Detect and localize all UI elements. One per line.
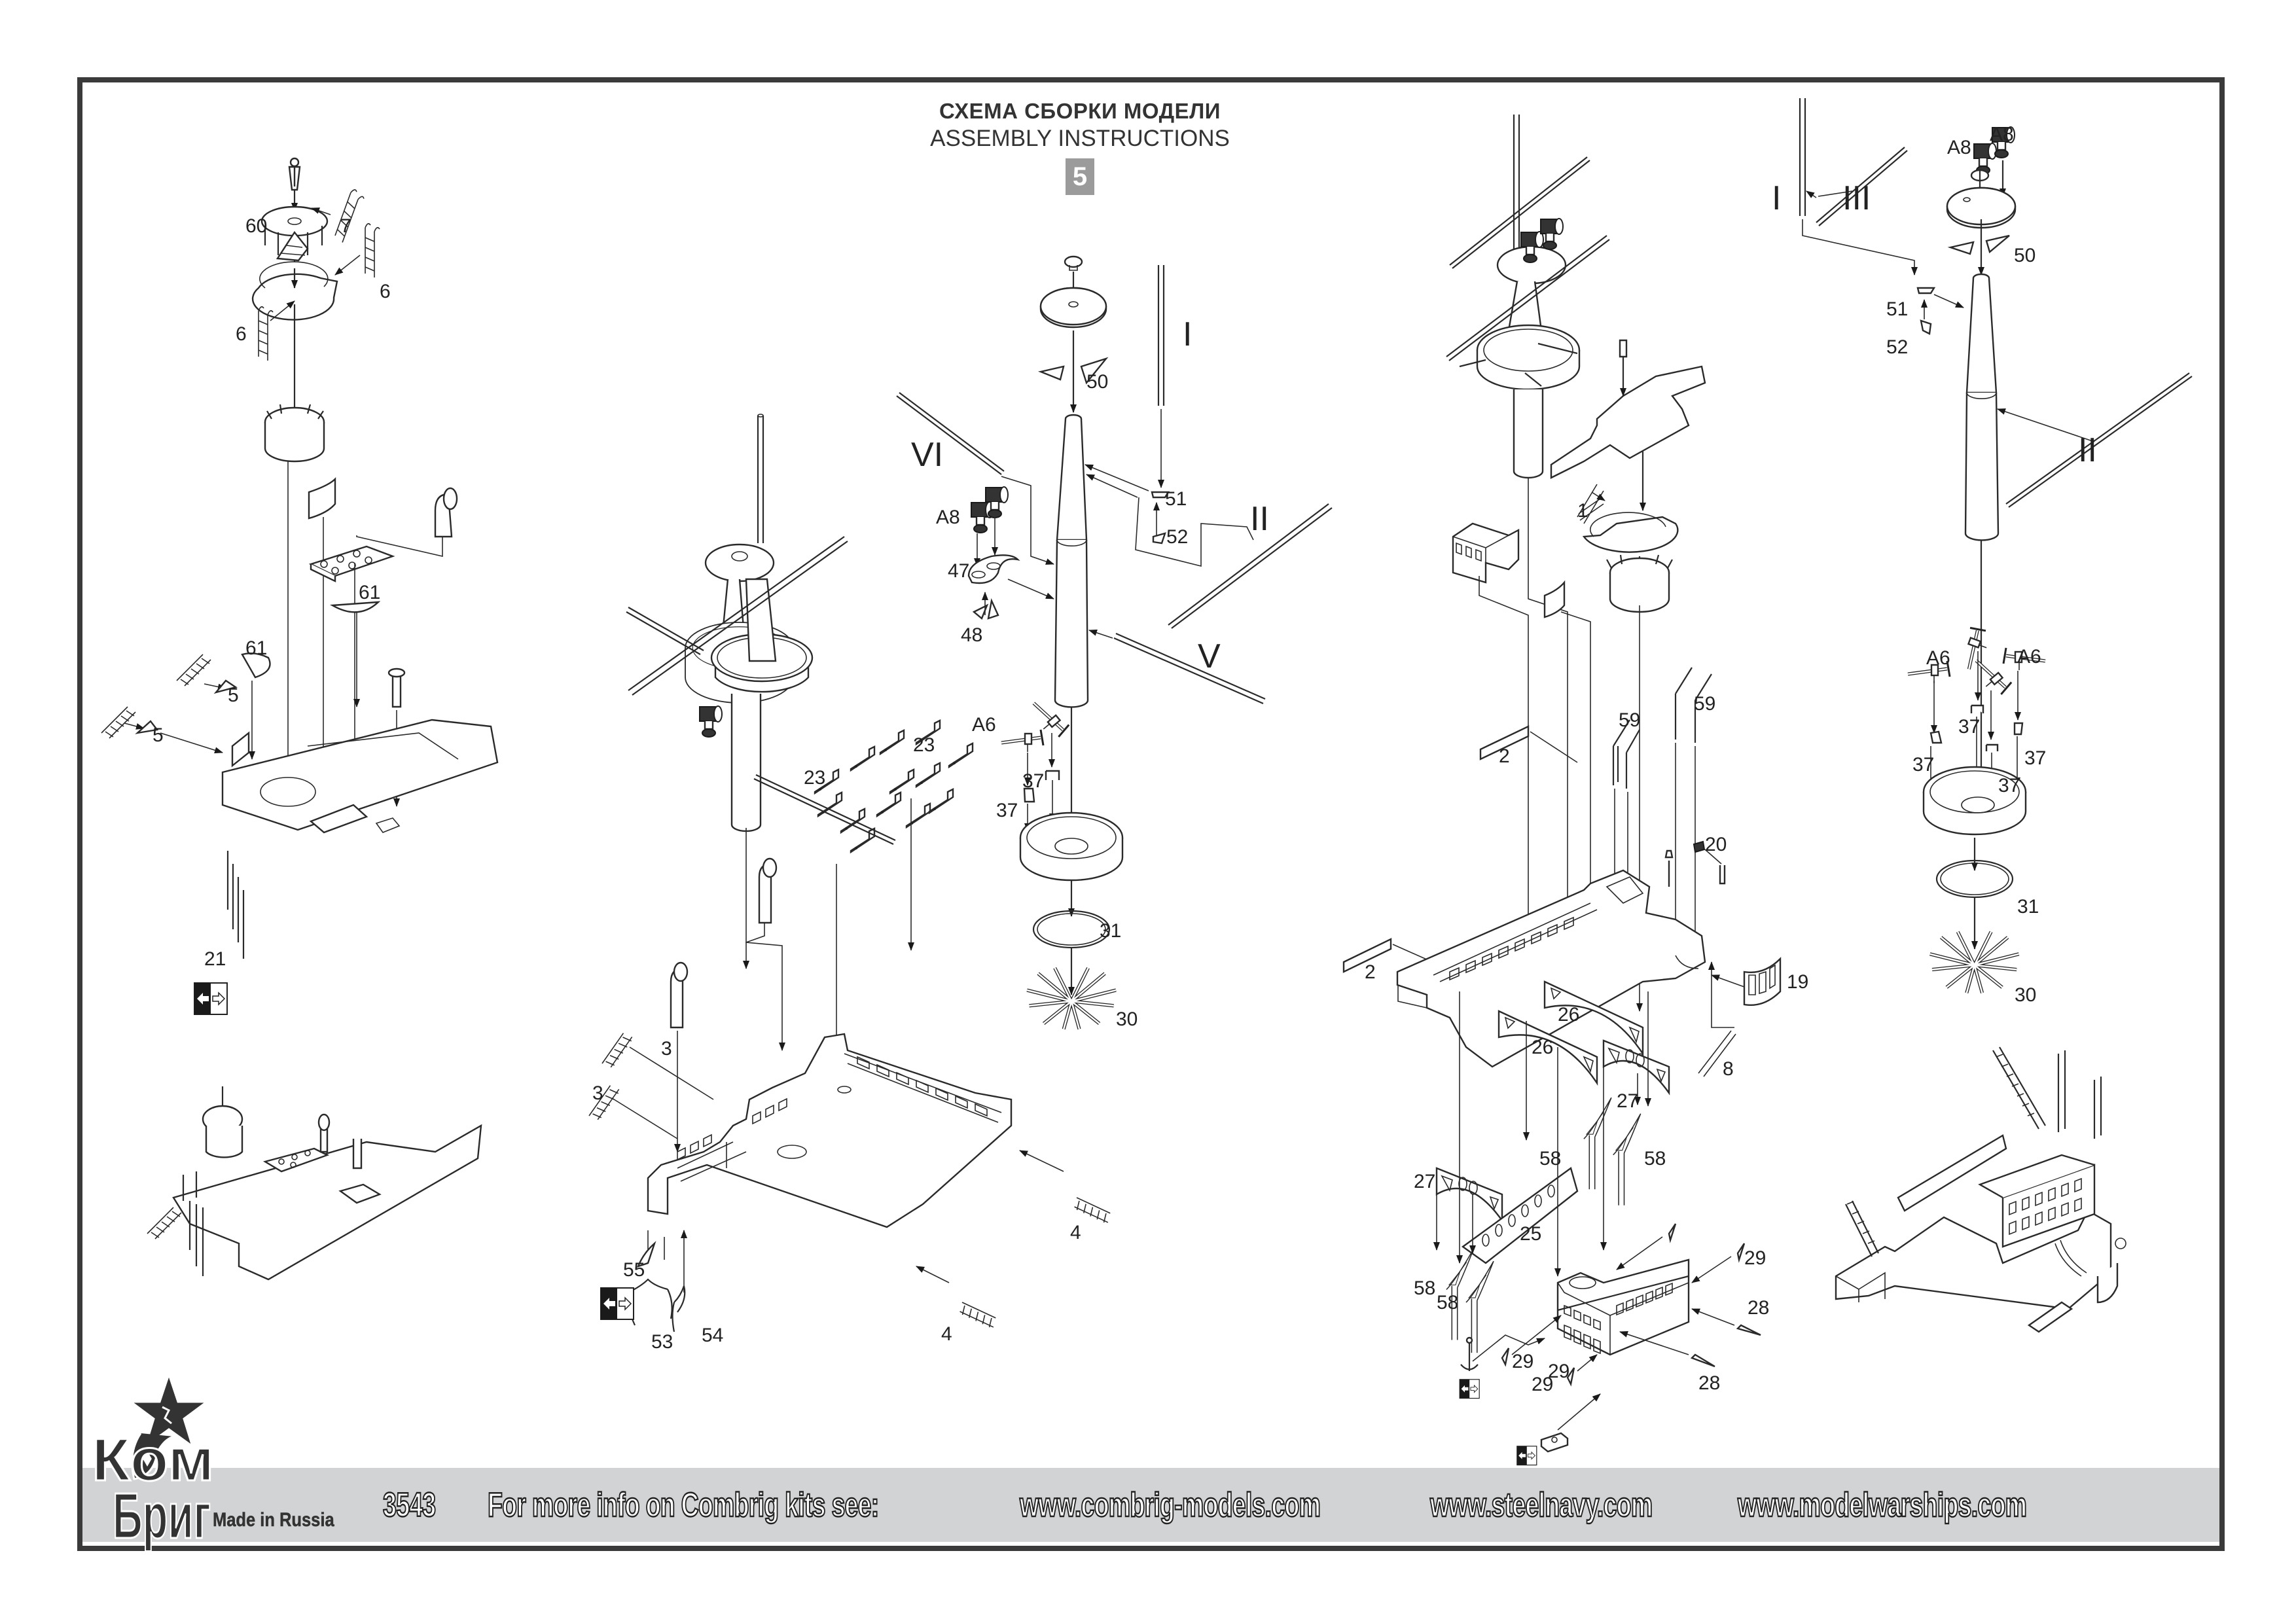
logo-word-brig: Бриг: [113, 1480, 211, 1552]
aft-deck-assembled-view: [147, 1086, 482, 1281]
main-mast-part-label: 30: [1116, 1008, 1138, 1030]
bridge-deck-part-label: 4: [1070, 1222, 1081, 1243]
main-mast-part-label: 50: [1086, 371, 1108, 393]
fore-bridge-group: [1342, 115, 1782, 1453]
fore-mast-part-label: A8: [1990, 124, 2014, 145]
bridge-deck-part-label: 23: [804, 767, 825, 789]
main-mast-rod-label: I: [1183, 315, 1192, 353]
fore-bridge-part-label: 29: [1532, 1374, 1553, 1395]
fore-bridge-part-label: 19: [1787, 971, 1808, 993]
fore-bridge-part-label: 26: [1558, 1004, 1579, 1026]
fore-bridge-assembled-view: [1835, 1046, 2126, 1333]
bridge-deck-part-label: 55: [623, 1259, 645, 1281]
kit-number: 3543: [382, 1486, 437, 1525]
main-mast-rod-label: II: [1250, 500, 1269, 538]
fore-mast-rod-label: II: [2078, 431, 2097, 469]
combrig-logo: Ком Бриг: [91, 1371, 215, 1553]
main-mast-part-label: A6: [972, 714, 996, 736]
fore-bridge-part-label: 2: [1499, 745, 1510, 767]
aft-deck-part-label: 5: [152, 724, 164, 746]
bridge-deck-part-label: 23: [913, 734, 935, 756]
fore-bridge-part-label: 1: [1577, 500, 1588, 522]
aft-deck-group: [101, 157, 499, 959]
fore-bridge-part-label: 28: [1698, 1372, 1720, 1394]
fore-mast-part-label: 37: [1998, 775, 2020, 796]
photo-etch-symbol-icon: [1459, 1379, 1480, 1399]
main-mast-part-label: 51: [1165, 488, 1187, 510]
main-mast-part-label: 52: [1166, 526, 1188, 548]
fore-bridge-part-label: 27: [1414, 1171, 1435, 1192]
fore-bridge-part-label: 59: [1694, 693, 1715, 715]
photo-etch-symbol-icon: [1516, 1446, 1537, 1466]
bridge-deck-group: [584, 414, 1114, 1337]
aft-deck-part-label: 7: [340, 215, 351, 237]
title-block: СХЕМА СБОРКИ МОДЕЛИ ASSEMBLY INSTRUCTION…: [870, 98, 1289, 195]
fore-bridge-part-label: 28: [1748, 1297, 1769, 1319]
fore-bridge-part-label: 58: [1539, 1148, 1561, 1169]
fore-mast-part-label: A6: [2017, 646, 2041, 668]
fore-bridge-part-label: 26: [1532, 1037, 1553, 1058]
aft-deck-part-label: 6: [380, 281, 391, 302]
footer-link-combrig[interactable]: www.combrig-models.com: [1019, 1486, 1321, 1525]
title-english: ASSEMBLY INSTRUCTIONS: [930, 126, 1230, 151]
fore-bridge-part-label: 25: [1520, 1223, 1541, 1245]
main-mast-part-label: 37: [996, 800, 1018, 821]
fore-mast-rod-label: I: [1772, 179, 1781, 217]
photo-etch-symbol-icon: [600, 1287, 634, 1320]
logo-word-kom: Ком: [92, 1427, 214, 1493]
fore-mast-part-label: A6: [1926, 647, 1950, 669]
step-number-badge: 5: [1066, 158, 1094, 195]
aft-deck-part-label: 60: [245, 215, 267, 237]
fore-mast-part-label: 37: [2024, 747, 2046, 769]
footer-band: [82, 1468, 2219, 1542]
fore-bridge-part-label: 8: [1723, 1058, 1734, 1080]
fore-bridge-part-label: 58: [1437, 1292, 1458, 1313]
aft-deck-part-label: 5: [228, 685, 239, 706]
bridge-deck-part-label: 4: [941, 1323, 952, 1345]
main-mast-part-label: 31: [1100, 920, 1121, 942]
footer-link-modelwarships[interactable]: www.modelwarships.com: [1737, 1486, 2028, 1525]
photo-etch-symbol-icon: [194, 982, 228, 1015]
fore-mast-part-label: A8: [1947, 137, 1971, 158]
footer-info-text: For more info on Combrig kits see:: [487, 1486, 880, 1525]
aft-deck-part-label: 6: [236, 323, 247, 345]
fore-bridge-part-label: 27: [1617, 1090, 1638, 1112]
fore-mast-part-label: 37: [1912, 754, 1934, 776]
fore-bridge-part-label: 29: [1512, 1351, 1534, 1372]
main-mast-rod-label: V: [1198, 637, 1221, 675]
main-mast-part-label: 37: [1022, 770, 1044, 792]
fore-bridge-part-label: 58: [1644, 1148, 1666, 1169]
aft-deck-part-label: 61: [359, 582, 380, 603]
title-russian: СХЕМА СБОРКИ МОДЕЛИ: [939, 99, 1221, 123]
aft-deck-part-label: 61: [245, 637, 267, 659]
fore-mast-part-label: 37: [1958, 716, 1980, 738]
main-mast-group: [896, 255, 1333, 1029]
page-frame: [77, 77, 2225, 1551]
bridge-deck-part-label: 54: [702, 1325, 723, 1346]
main-mast-rod-label: VI: [911, 436, 943, 474]
aft-deck-part-label: 21: [204, 948, 226, 970]
fore-mast-part-label: 50: [2014, 245, 2036, 266]
main-mast-part-label: A8: [936, 507, 960, 528]
bridge-deck-part-label: 53: [651, 1331, 673, 1353]
fore-mast-part-label: 52: [1886, 336, 1908, 358]
fore-bridge-part-label: 58: [1414, 1277, 1435, 1299]
fore-bridge-part-label: 2: [1365, 961, 1376, 983]
fore-mast-group: [1799, 98, 2193, 993]
bridge-deck-part-label: 3: [661, 1038, 672, 1060]
footer-link-steelnavy[interactable]: www.steelnavy.com: [1429, 1486, 1653, 1525]
fore-mast-part-label: 31: [2017, 896, 2039, 918]
main-mast-part-label: 47: [948, 560, 969, 582]
main-mast-part-label: 48: [961, 624, 982, 646]
fore-bridge-part-label: 59: [1619, 709, 1640, 731]
fore-bridge-part-label: 29: [1548, 1361, 1570, 1382]
fore-mast-rod-label: III: [1842, 179, 1871, 217]
fore-mast-part-label: 30: [2015, 984, 2036, 1006]
fore-bridge-part-label: 20: [1705, 834, 1727, 855]
made-in-russia: Made in Russia: [213, 1509, 334, 1531]
bridge-deck-part-label: 3: [592, 1082, 603, 1104]
fore-mast-part-label: 51: [1886, 298, 1908, 320]
fore-bridge-part-label: 29: [1744, 1247, 1766, 1269]
